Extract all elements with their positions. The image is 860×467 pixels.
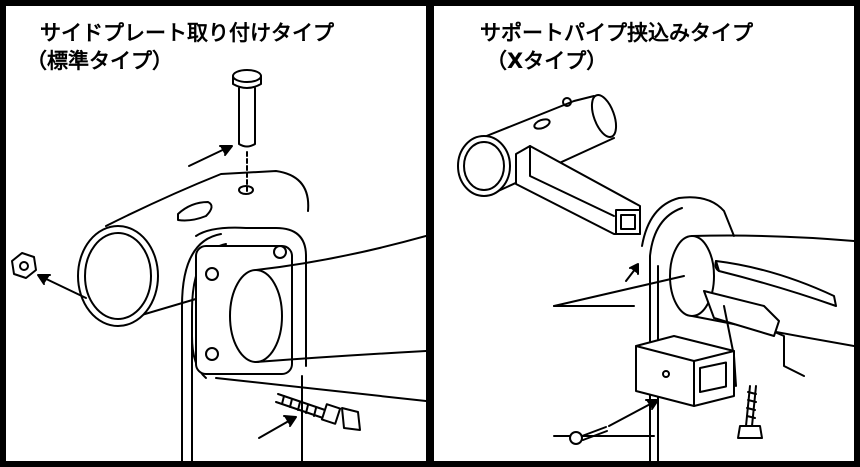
arrow-to-plate-icon — [626, 264, 638, 281]
arrow-to-socket-icon — [609, 400, 658, 426]
lag-bolt-icon — [738, 386, 762, 438]
small-bolt-icon — [570, 427, 607, 444]
clevis-pin-icon — [233, 70, 261, 147]
support-pipe-clamp-illustration — [434, 6, 854, 461]
arrow-to-bolt-icon — [259, 416, 296, 438]
t-tube-icon — [78, 171, 308, 326]
right-title-line1: サポートパイプ挟込みタイプ — [480, 21, 753, 45]
hex-bolt-icon — [276, 394, 360, 430]
side-plate-assembly-illustration — [6, 6, 426, 461]
main-pipe-icon — [670, 236, 854, 346]
arrow-to-pin-icon — [189, 146, 232, 166]
panel-support-pipe-clamp-type: サポートパイプ挟込みタイプ （Xタイプ） — [434, 6, 854, 461]
left-title-line2: （標準タイプ） — [26, 49, 173, 73]
panel-side-plate-type: サイドプレート取り付けタイプ （標準タイプ） — [6, 6, 426, 461]
square-tube-icon — [516, 146, 640, 234]
main-pipe-icon — [230, 236, 426, 362]
left-title-line1: サイドプレート取り付けタイプ — [40, 21, 334, 45]
hex-nut-icon — [12, 253, 36, 278]
arrow-to-nut-icon — [38, 275, 86, 298]
square-socket-icon — [636, 336, 734, 406]
right-title-line2: （Xタイプ） — [486, 49, 608, 73]
